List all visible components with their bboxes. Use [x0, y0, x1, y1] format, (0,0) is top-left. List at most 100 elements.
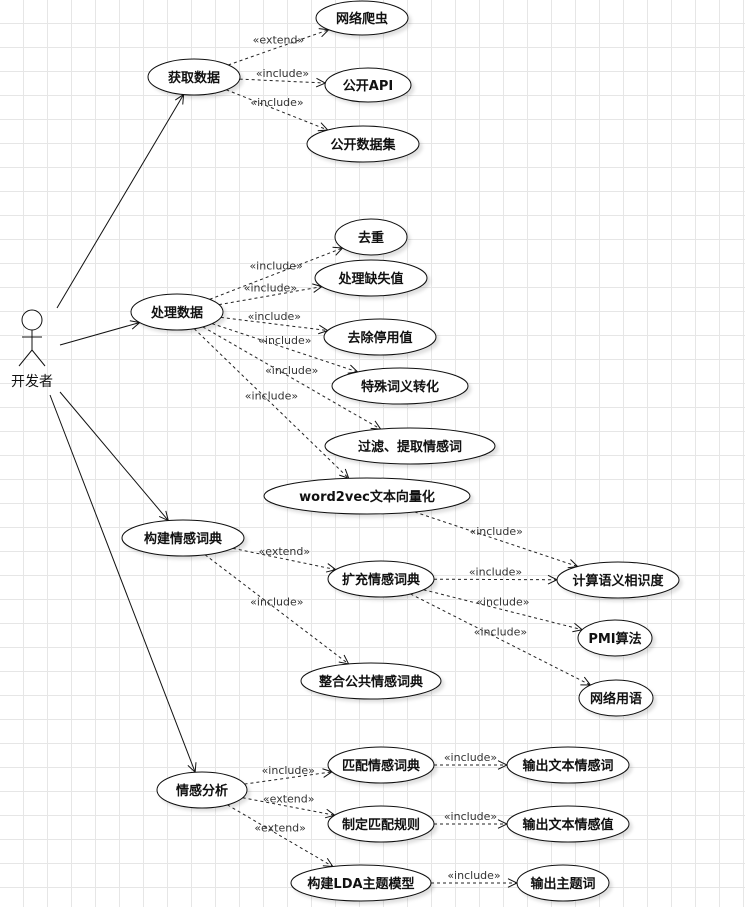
dependency-line — [193, 328, 350, 479]
stereotype-label: «include» — [476, 596, 529, 609]
actor-label: 开发者 — [11, 374, 53, 390]
use-case-label: 制定匹配规则 — [342, 817, 420, 833]
dependency-get-dataset[interactable]: «include» — [226, 89, 329, 132]
dependency-line — [227, 804, 334, 867]
stereotype-label: «include» — [245, 389, 298, 402]
use-case-ellipse — [130, 293, 224, 331]
use-case-label: 处理数据 — [150, 305, 203, 321]
use-case-outword[interactable]: 输出文本情感词 — [506, 746, 630, 784]
use-case-ellipse — [516, 864, 610, 902]
use-case-special[interactable]: 特殊词义转化 — [331, 367, 469, 405]
use-case-ellipse — [327, 746, 435, 784]
dependency-line — [204, 554, 349, 665]
association-build[interactable] — [59, 391, 170, 522]
dependency-process-stop[interactable]: «include» — [220, 310, 329, 335]
use-case-sim[interactable]: 计算语义相识度 — [556, 561, 680, 599]
association-line — [59, 391, 169, 521]
dependency-get-crawler[interactable]: «extend» — [228, 28, 330, 66]
use-case-w2v[interactable]: word2vec文本向量化 — [263, 477, 471, 515]
dependency-analysis-lda[interactable]: «extend» — [227, 804, 334, 868]
use-case-merge[interactable]: 整合公共情感词典 — [300, 662, 442, 700]
stereotype-label: «include» — [444, 751, 497, 764]
use-case-ellipse — [156, 771, 248, 809]
use-case-label: 特殊词义转化 — [361, 379, 439, 395]
use-case-rule[interactable]: 制定匹配规则 — [327, 805, 435, 843]
use-case-expand[interactable]: 扩充情感词典 — [327, 560, 435, 598]
open-arrowhead-icon — [338, 654, 350, 665]
use-case-ellipse — [327, 560, 435, 598]
use-case-ellipse — [331, 367, 469, 405]
use-case-analysis[interactable]: 情感分析 — [156, 771, 248, 809]
use-case-ellipse — [578, 679, 654, 717]
use-case-process[interactable]: 处理数据 — [130, 293, 224, 331]
dependency-line — [202, 326, 381, 430]
open-arrowhead-icon — [315, 77, 327, 88]
dependency-process-w2v[interactable]: «include» — [193, 328, 350, 480]
use-case-pmi[interactable]: PMI算法 — [577, 619, 653, 657]
actor-developer[interactable]: 开发者 — [11, 309, 53, 390]
dependency-match-outword[interactable]: «include» — [434, 751, 509, 770]
use-case-get[interactable]: 获取数据 — [147, 58, 241, 96]
dependency-process-missing[interactable]: «include» — [218, 282, 323, 306]
stereotype-label: «include» — [262, 764, 315, 777]
use-case-ellipse — [121, 519, 245, 557]
use-case-outval[interactable]: 输出文本情感值 — [506, 805, 630, 843]
dependency-line — [433, 578, 558, 581]
use-case-label: 匹配情感词典 — [342, 758, 420, 774]
association-line — [49, 394, 196, 773]
association-process[interactable] — [59, 320, 141, 346]
use-case-label: 输出主题词 — [530, 876, 595, 892]
use-case-filter[interactable]: 过滤、提取情感词 — [324, 427, 496, 465]
use-case-topic[interactable]: 输出主题词 — [516, 864, 610, 902]
use-case-slang[interactable]: 网络用语 — [578, 679, 654, 717]
use-case-missing[interactable]: 处理缺失值 — [314, 259, 428, 297]
use-case-label: 情感分析 — [176, 783, 228, 799]
dependency-build-merge[interactable]: «include» — [204, 554, 350, 665]
use-case-label: 构建情感词典 — [144, 531, 222, 547]
stereotype-label: «include» — [258, 334, 311, 347]
use-case-ellipse — [323, 318, 437, 356]
use-case-ellipse — [263, 477, 471, 515]
dependency-build-expand[interactable]: «extend» — [232, 545, 337, 573]
use-case-crawler[interactable]: 网络爬虫 — [315, 0, 409, 36]
dependency-lda-topic[interactable]: «include» — [431, 869, 519, 888]
open-arrowhead-icon — [339, 468, 350, 480]
association-analysis[interactable] — [49, 394, 197, 774]
dependency-process-filter[interactable]: «include» — [202, 326, 382, 430]
use-case-label: PMI算法 — [588, 631, 641, 647]
stereotype-label: «include» — [249, 260, 302, 273]
association-get[interactable] — [56, 93, 185, 309]
use-case-label: 扩充情感词典 — [342, 572, 420, 588]
use-case-label: 整合公共情感词典 — [318, 674, 423, 690]
use-case-label: 计算语义相识度 — [572, 573, 664, 589]
use-case-label: 网络爬虫 — [336, 11, 388, 27]
use-case-label: 公开API — [343, 79, 393, 94]
use-case-api[interactable]: 公开API — [324, 67, 412, 103]
dependency-analysis-rule[interactable]: «extend» — [242, 792, 336, 819]
use-case-ellipse — [315, 0, 409, 36]
stereotype-label: «include» — [256, 67, 309, 80]
use-case-dedup[interactable]: 去重 — [334, 218, 408, 256]
use-case-ellipse — [577, 619, 653, 657]
dependency-w2v-sim[interactable]: «include» — [414, 511, 579, 569]
use-case-match[interactable]: 匹配情感词典 — [327, 746, 435, 784]
stereotype-label: «extend» — [253, 33, 305, 46]
dependency-expand-sim[interactable]: «include» — [433, 565, 559, 585]
dependency-get-api[interactable]: «include» — [239, 67, 327, 88]
dependency-line — [239, 78, 326, 84]
actor-head — [21, 309, 43, 331]
use-case-dataset[interactable]: 公开数据集 — [306, 125, 420, 163]
use-case-lda[interactable]: 构建LDA主题模型 — [290, 864, 432, 902]
use-case-build[interactable]: 构建情感词典 — [121, 519, 245, 557]
dependency-analysis-match[interactable]: «include» — [244, 764, 334, 785]
stereotype-label: «include» — [444, 810, 497, 823]
actor-left-leg — [18, 349, 33, 367]
dependency-rule-outval[interactable]: «include» — [434, 810, 509, 829]
use-case-stop[interactable]: 去除停用值 — [323, 318, 437, 356]
use-case-ellipse — [290, 864, 432, 902]
use-case-label: 公开数据集 — [330, 137, 396, 153]
stereotype-label: «extend» — [259, 545, 311, 558]
use-case-ellipse — [314, 259, 428, 297]
stereotype-label: «include» — [248, 310, 301, 323]
